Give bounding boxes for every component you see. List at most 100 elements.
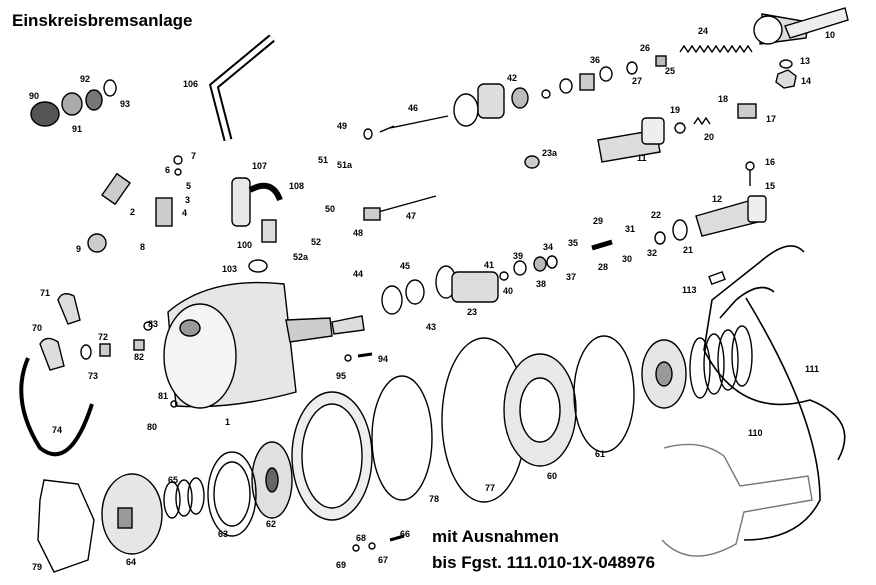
part-23-piston <box>381 265 499 315</box>
part-78-seal-ring <box>371 375 433 501</box>
label-part-68: 68 <box>356 533 367 543</box>
part-110-spring <box>689 325 753 399</box>
label-part-15: 15 <box>765 181 776 191</box>
label-part-21: 21 <box>683 245 694 255</box>
label-part-8: 8 <box>140 242 146 252</box>
parts-66-69 <box>352 534 405 552</box>
label-part-83: 83 <box>148 319 159 329</box>
label-part-90: 90 <box>29 91 40 101</box>
label-part-111: 111 <box>805 364 820 374</box>
label-part-23a: 23a <box>542 148 558 158</box>
label-part-78: 78 <box>429 494 440 504</box>
label-part-6: 6 <box>165 165 171 175</box>
note-line-2: bis Fgst. 111.010-1X-048976 <box>432 553 656 572</box>
label-part-113: 113 <box>682 285 697 295</box>
label-part-63: 63 <box>218 529 229 539</box>
label-part-17: 17 <box>766 114 777 124</box>
label-part-47: 47 <box>406 211 417 221</box>
label-part-27: 27 <box>632 76 643 86</box>
label-part-107: 107 <box>252 161 268 171</box>
label-part-16: 16 <box>765 157 776 167</box>
label-part-38: 38 <box>536 279 547 289</box>
label-part-18: 18 <box>718 94 729 104</box>
part-63-gasket <box>207 451 257 537</box>
label-part-108: 108 <box>289 181 305 191</box>
label-part-44: 44 <box>353 269 364 279</box>
part-103-ring <box>248 259 268 273</box>
label-part-52: 52 <box>311 237 322 247</box>
label-part-80: 80 <box>147 422 158 432</box>
label-part-92: 92 <box>80 74 91 84</box>
label-part-28: 28 <box>598 262 609 272</box>
note-line-1: mit Ausnahmen <box>432 527 559 546</box>
label-part-22: 22 <box>651 210 662 220</box>
part-24-spring <box>679 44 753 54</box>
part-90-93-filter <box>30 79 117 127</box>
parts-17-20 <box>674 103 757 134</box>
label-part-37: 37 <box>566 272 577 282</box>
label-part-39: 39 <box>513 251 524 261</box>
parts-25-36-row <box>541 55 667 99</box>
part-61-ring <box>573 335 635 453</box>
label-part-51: 51 <box>318 155 329 165</box>
label-part-36: 36 <box>590 55 601 65</box>
label-part-45: 45 <box>400 261 411 271</box>
label-part-103: 103 <box>222 264 238 274</box>
label-part-106: 106 <box>183 79 199 89</box>
label-part-60: 60 <box>547 471 558 481</box>
part-1-brake-booster <box>163 281 365 409</box>
label-part-42: 42 <box>507 73 518 83</box>
parts-34-41-row <box>499 239 613 281</box>
label-part-43: 43 <box>426 322 437 332</box>
part-79-gasket <box>37 479 95 573</box>
label-part-72: 72 <box>98 332 109 342</box>
label-part-34: 34 <box>543 242 554 252</box>
part-74-hose <box>19 357 94 457</box>
part-111-pipes <box>703 245 846 541</box>
part-13-14-nuts <box>775 59 797 89</box>
axle-outline <box>661 443 813 557</box>
label-part-2: 2 <box>130 207 136 217</box>
parts-80-83 <box>133 321 178 408</box>
label-part-12: 12 <box>712 194 723 204</box>
label-part-48: 48 <box>353 228 364 238</box>
label-part-32: 32 <box>647 248 658 258</box>
part-60-housing <box>503 353 577 467</box>
part-70-fitting <box>39 337 65 371</box>
label-part-62: 62 <box>266 519 277 529</box>
label-part-31: 31 <box>625 224 636 234</box>
part-9-nut <box>87 233 107 253</box>
label-part-73: 73 <box>88 371 99 381</box>
label-part-74: 74 <box>52 425 63 435</box>
label-part-61: 61 <box>595 449 606 459</box>
label-part-1: 1 <box>225 417 231 427</box>
label-part-29: 29 <box>593 216 604 226</box>
part-47-rod <box>363 195 437 221</box>
label-part-3: 3 <box>185 195 191 205</box>
label-part-51a: 51a <box>337 160 353 170</box>
part-10-drawing <box>753 7 849 45</box>
part-110-plate <box>641 339 687 409</box>
label-part-64: 64 <box>126 557 137 567</box>
label-part-26: 26 <box>640 43 651 53</box>
label-part-52a: 52a <box>293 252 309 262</box>
label-part-67: 67 <box>378 555 389 565</box>
label-part-93: 93 <box>120 99 131 109</box>
label-part-65: 65 <box>168 475 179 485</box>
part-113-sleeve <box>708 270 726 286</box>
label-part-69: 69 <box>336 560 347 570</box>
part-65-spring <box>163 477 205 519</box>
part-12-cylinder <box>695 161 767 237</box>
label-part-49: 49 <box>337 121 348 131</box>
part-23a-nut <box>524 155 540 169</box>
label-part-82: 82 <box>134 352 145 362</box>
label-part-77: 77 <box>485 483 496 493</box>
label-part-14: 14 <box>801 76 812 86</box>
label-part-7: 7 <box>191 151 197 161</box>
diagram-title: Einskreisbremsanlage <box>12 11 193 30</box>
label-part-110: 110 <box>748 428 763 438</box>
label-part-4: 4 <box>182 208 188 218</box>
parts-72-73 <box>80 343 111 360</box>
label-part-79: 79 <box>32 562 43 572</box>
label-part-46: 46 <box>408 103 419 113</box>
